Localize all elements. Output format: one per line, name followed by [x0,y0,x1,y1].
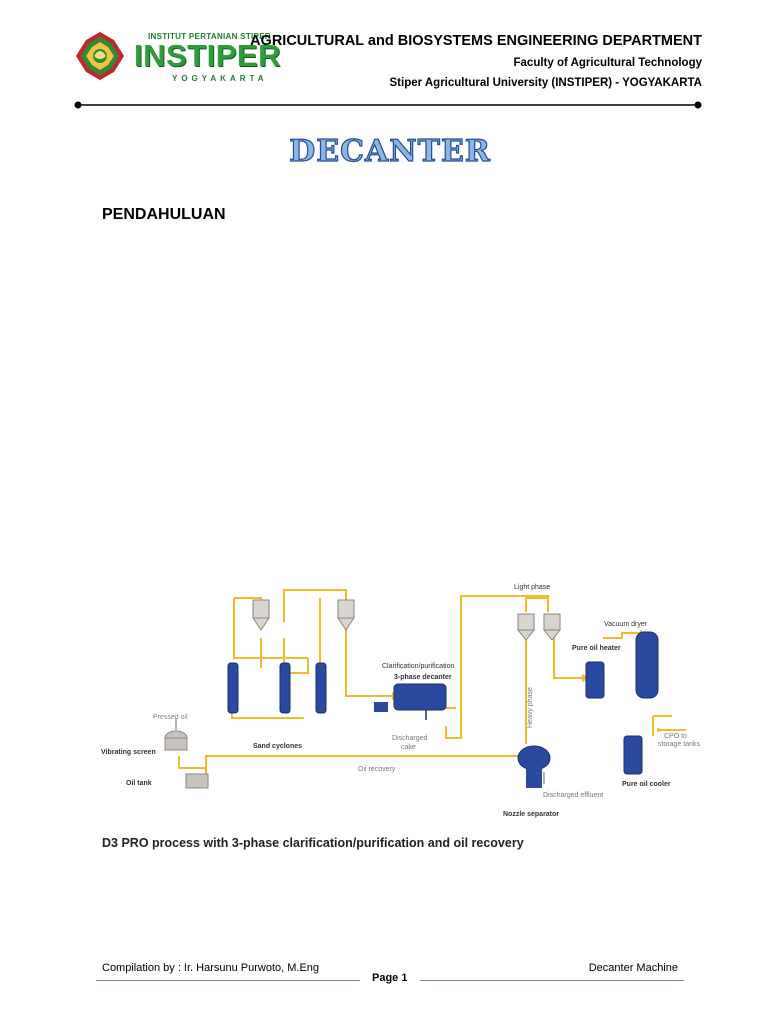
label-cpo-1: CPO to [664,733,687,740]
label-discharged-cake-2: cake [401,744,416,751]
diagram-caption: D3 PRO process with 3-phase clarificatio… [102,836,524,850]
process-diagram: Light phase Vacuum dryer Pure oil heater… [101,584,701,818]
footer-rule-right [420,980,684,981]
vacuum-dryer [635,631,659,699]
pure-oil-cooler [623,735,643,775]
hopper-2 [337,599,355,631]
logo-city: YOGYAKARTA [172,74,268,83]
footer-rule-left [96,980,360,981]
university-line: Stiper Agricultural University (INSTIPER… [389,77,702,89]
label-oil-tank: Oil tank [126,780,152,787]
label-pure-oil-cooler: Pure oil cooler [622,781,671,788]
logo-name: INSTIPER [134,38,281,73]
label-sand-cyclones: Sand cyclones [253,743,302,750]
instiper-emblem-icon [76,32,124,80]
instiper-logo: INSTITUT PERTANIAN STIPER INSTIPER YOGYA… [72,30,280,83]
label-pressed-oil: Pressed oil [153,714,188,721]
nozzle-separator [517,745,551,788]
label-discharged-cake-1: Discharged [392,735,428,742]
page-title: DECANTER [289,133,491,169]
section-heading: PENDAHULUAN [102,206,226,223]
department-heading: AGRICULTURAL and BIOSYSTEMS ENGINEERING … [250,33,702,49]
header-divider [74,101,702,109]
label-nozzle-separator: Nozzle separator [503,811,559,818]
label-heavy-phase: Heavy phase [527,687,534,728]
label-light-phase: Light phase [514,584,550,591]
oil-tank [185,773,209,789]
label-decanter: 3-phase decanter [394,674,452,681]
pure-oil-heater [585,661,605,699]
label-clarification: Clarification/purification [382,663,454,670]
hopper-4 [542,613,562,641]
label-vibrating-screen: Vibrating screen [101,749,156,756]
footer-compilation: Compilation by : Ir. Harsunu Purwoto, M.… [102,962,320,974]
sand-cyclones [227,662,327,714]
label-discharged-effluent: Discharged effluent [543,792,603,799]
vibrating-screen [164,718,188,751]
hopper-3 [516,613,536,641]
hopper-1 [252,599,270,631]
label-cpo-2: storage tanks [658,741,701,748]
footer-doc-name: Decanter Machine [588,962,678,974]
footer-page-number: Page 1 [372,972,408,984]
faculty-line: Faculty of Agricultural Technology [513,57,703,69]
three-phase-decanter [374,683,447,720]
label-pure-oil-heater: Pure oil heater [572,645,621,652]
logo-top-text: INSTITUT PERTANIAN STIPER [148,32,271,41]
label-vacuum-dryer: Vacuum dryer [604,621,648,628]
label-oil-recovery: Oil recovery [358,766,396,773]
